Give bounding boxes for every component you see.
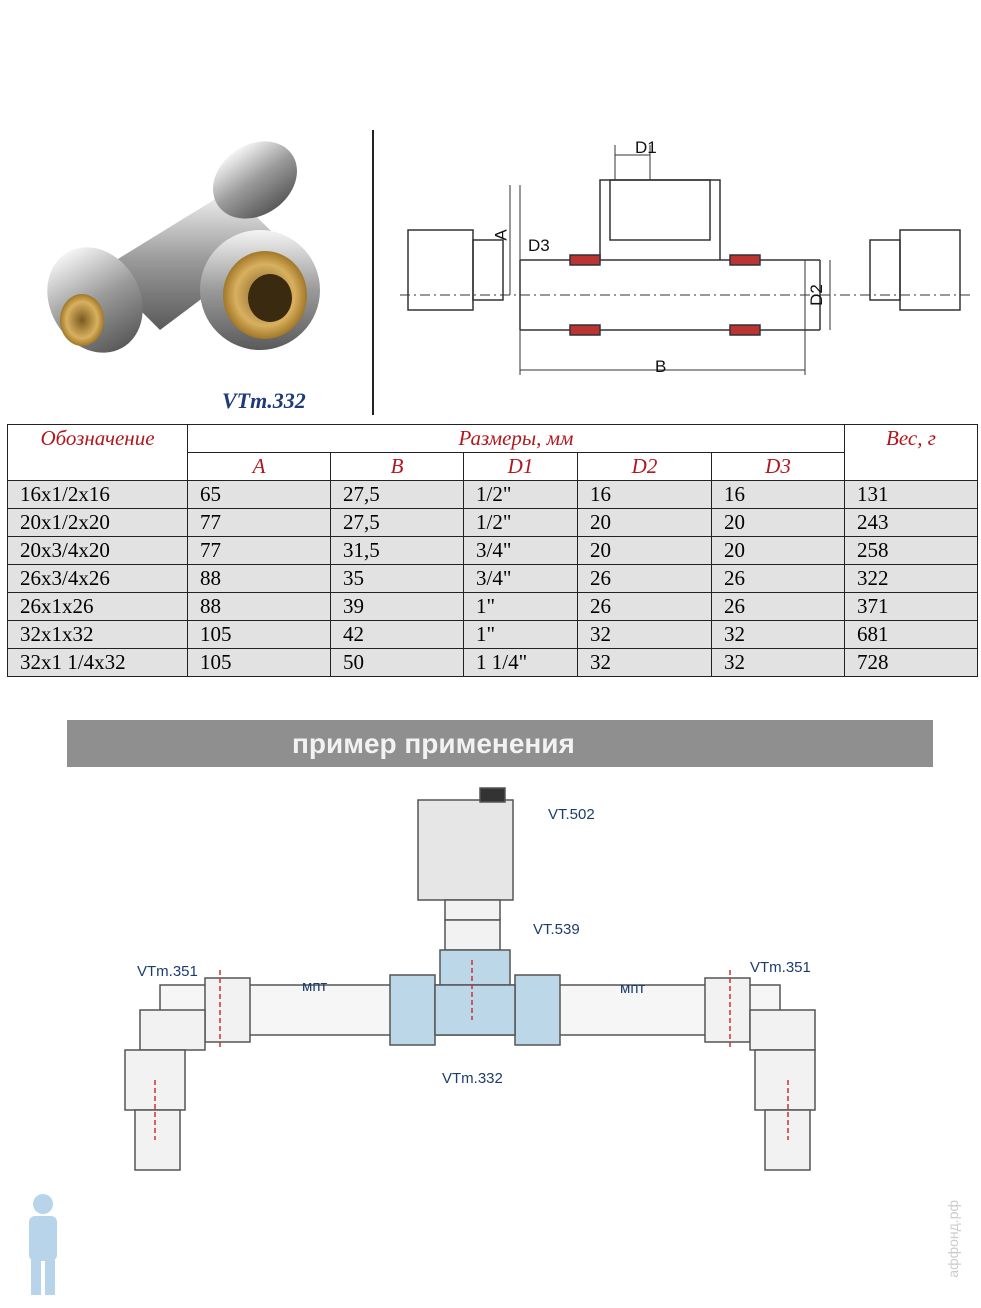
label-mpt-right: мпт (620, 980, 646, 997)
table-cell: 27,5 (330, 508, 464, 537)
table-cell: 16 (577, 480, 712, 509)
header-weight: Вес, г (844, 424, 978, 481)
header-a: A (187, 452, 331, 481)
table-cell: 105 (187, 648, 331, 677)
header-b: B (330, 452, 464, 481)
table-cell: 26 (711, 564, 845, 593)
example-banner: пример применения (67, 720, 933, 767)
table-cell: 26 (711, 592, 845, 621)
table-cell: 26x3/4x26 (7, 564, 188, 593)
table-cell: 26 (577, 564, 712, 593)
table-cell: 88 (187, 564, 331, 593)
product-caption: VTm.332 (222, 388, 306, 413)
table-cell: 1" (463, 620, 578, 649)
table-cell: 35 (330, 564, 464, 593)
spec-table: Обозначение Размеры, мм Вес, г A B D1 D2… (7, 424, 978, 677)
label-mpt-left: мпт (302, 978, 328, 995)
table-cell: 20x1/2x20 (7, 508, 188, 537)
table-cell: 1/2" (463, 480, 578, 509)
table-cell: 1 1/4" (463, 648, 578, 677)
table-cell: 728 (844, 648, 978, 677)
label-d2: D2 (806, 284, 826, 306)
table-cell: 243 (844, 508, 978, 537)
table-cell: 32 (711, 648, 845, 677)
label-d1: D1 (635, 138, 657, 157)
table-cell: 20 (577, 508, 712, 537)
label-b: B (655, 357, 667, 376)
table-cell: 322 (844, 564, 978, 593)
table-cell: 32 (577, 648, 712, 677)
header-d1: D1 (463, 452, 578, 481)
table-cell: 20 (577, 536, 712, 565)
table-cell: 1/2" (463, 508, 578, 537)
watermark: аффонд.рф (945, 1200, 961, 1278)
table-cell: 1" (463, 592, 578, 621)
table-cell: 77 (187, 536, 331, 565)
label-vtm351-right: VTm.351 (750, 959, 811, 976)
table-cell: 20 (711, 536, 845, 565)
table-cell: 16x1/2x16 (7, 480, 188, 509)
product-photo (47, 141, 320, 353)
table-cell: 3/4" (463, 536, 578, 565)
table-cell: 20x3/4x20 (7, 536, 188, 565)
header-dimensions: Размеры, мм (187, 424, 845, 453)
table-cell: 77 (187, 508, 331, 537)
table-cell: 131 (844, 480, 978, 509)
table-cell: 20 (711, 508, 845, 537)
label-vtm332: VTm.332 (442, 1070, 503, 1087)
table-cell: 32x1 1/4x32 (7, 648, 188, 677)
divider (372, 130, 374, 415)
table-cell: 26 (577, 592, 712, 621)
table-cell: 32x1x32 (7, 620, 188, 649)
label-vt502: VT.502 (548, 806, 595, 823)
table-cell: 105 (187, 620, 331, 649)
table-cell: 32 (577, 620, 712, 649)
table-cell: 31,5 (330, 536, 464, 565)
table-cell: 258 (844, 536, 978, 565)
plumber-logo (29, 1194, 57, 1295)
table-cell: 681 (844, 620, 978, 649)
table-cell: 27,5 (330, 480, 464, 509)
header-d3: D3 (711, 452, 845, 481)
table-cell: 50 (330, 648, 464, 677)
table-cell: 39 (330, 592, 464, 621)
label-d3: D3 (528, 236, 550, 255)
header-d2: D2 (577, 452, 712, 481)
header-designation: Обозначение (7, 424, 188, 481)
label-vt539: VT.539 (533, 921, 580, 938)
label-a: A (491, 229, 511, 241)
table-cell: 42 (330, 620, 464, 649)
table-cell: 3/4" (463, 564, 578, 593)
table-cell: 26x1x26 (7, 592, 188, 621)
technical-drawing (400, 145, 970, 375)
table-cell: 16 (711, 480, 845, 509)
table-cell: 32 (711, 620, 845, 649)
table-cell: 371 (844, 592, 978, 621)
table-cell: 65 (187, 480, 331, 509)
application-diagram (124, 787, 816, 1171)
table-cell: 88 (187, 592, 331, 621)
label-vtm351-left: VTm.351 (137, 963, 198, 980)
